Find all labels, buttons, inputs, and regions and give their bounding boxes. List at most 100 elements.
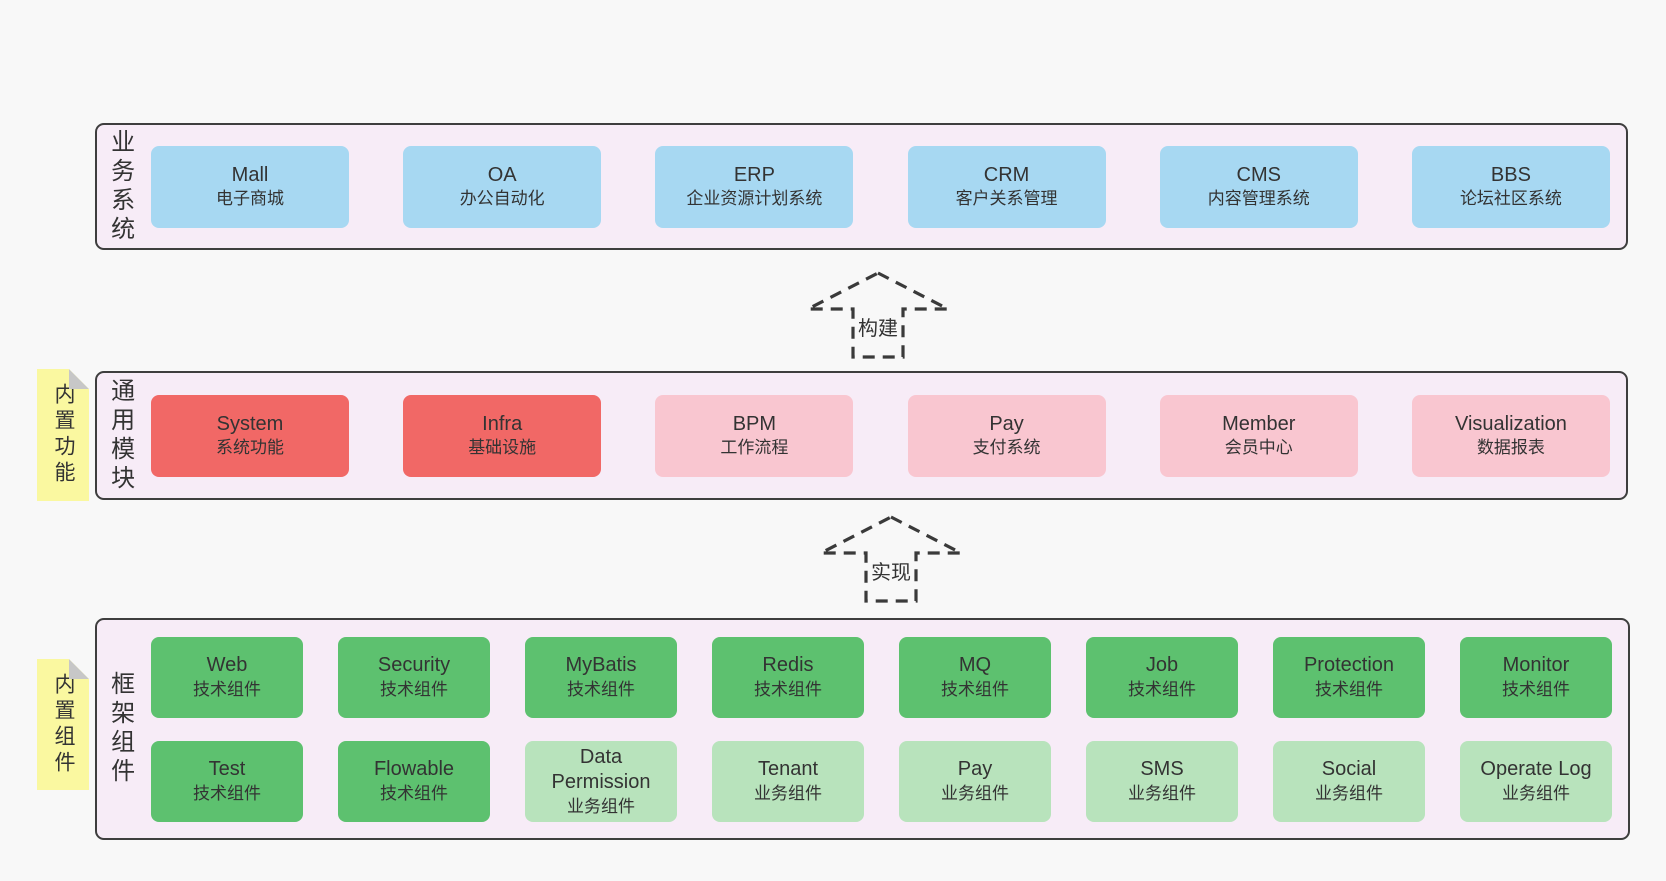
build-arrow-label: 构建 (855, 312, 901, 341)
box-subtitle: 业务组件 (1128, 783, 1196, 803)
box-operate-log: Operate Log 业务组件 (1460, 740, 1612, 822)
box-mall: Mall 电子商城 (151, 145, 349, 228)
box-title: MyBatis (565, 654, 637, 677)
fold-corner-icon (69, 369, 89, 389)
box-title: MQ (958, 654, 992, 677)
box-subtitle: 企业资源计划系统 (686, 189, 823, 209)
box-subtitle: 技术组件 (1128, 679, 1196, 699)
box-title: BPM (732, 412, 777, 435)
box-subtitle: 业务组件 (941, 783, 1009, 803)
build-arrow: 构建 (805, 270, 951, 360)
box-title: Test (208, 758, 246, 781)
box-pay: Pay 支付系统 (907, 394, 1106, 477)
box-title: CRM (983, 163, 1030, 186)
box-title: Tenant (757, 758, 819, 781)
box-title: ERP (733, 163, 775, 186)
sticky-note-built-in-features: 内置功能 (37, 369, 89, 501)
box-subtitle: 数据报表 (1476, 438, 1545, 458)
box-title: Pay (957, 758, 993, 781)
sticky-note-text: 内置功能 (52, 383, 76, 487)
box-subtitle: 客户关系管理 (955, 189, 1058, 209)
box-security: Security 技术组件 (338, 636, 490, 718)
box-system: System 系统功能 (151, 394, 349, 477)
implement-arrow: 实现 (818, 514, 964, 604)
common-modules-layer: 通用模块 System 系统功能 Infra 基础设施 BPM 工作流程 Pay… (95, 371, 1628, 500)
box-monitor: Monitor 技术组件 (1460, 636, 1612, 718)
box-sms: SMS 业务组件 (1086, 740, 1238, 822)
box-subtitle: 技术组件 (380, 783, 448, 803)
box-subtitle: 业务组件 (754, 783, 822, 803)
box-title: Operate Log (1480, 758, 1592, 781)
box-job: Job 技术组件 (1086, 636, 1238, 718)
box-title: Flowable (373, 758, 455, 781)
box-member: Member 会员中心 (1159, 394, 1358, 477)
box-title: Protection (1303, 654, 1395, 677)
box-subtitle: 业务组件 (567, 796, 635, 816)
box-title: Web (206, 654, 248, 677)
up-arrow-icon (807, 271, 949, 359)
box-subtitle: 技术组件 (941, 679, 1009, 699)
box-subtitle: 技术组件 (754, 679, 822, 699)
box-subtitle: 技术组件 (1502, 679, 1570, 699)
box-subtitle: 系统功能 (216, 438, 284, 458)
box-title: CMS (1236, 163, 1281, 186)
layer-label-business-systems: 业务系统 (106, 128, 134, 245)
box-subtitle: 工作流程 (720, 438, 789, 458)
components-row-2: Test 技术组件 Flowable 技术组件 Data Permission … (151, 740, 1612, 822)
layer-label-common-modules: 通用模块 (106, 377, 134, 494)
up-arrow-icon (820, 515, 962, 603)
box-web: Web 技术组件 (151, 636, 303, 718)
box-title: Social (1321, 758, 1377, 781)
box-title: Infra (482, 412, 523, 435)
box-protection: Protection 技术组件 (1273, 636, 1425, 718)
components-rows: Web 技术组件 Security 技术组件 MyBatis 技术组件 Redi… (143, 620, 1628, 838)
components-row-1: Web 技术组件 Security 技术组件 MyBatis 技术组件 Redi… (151, 636, 1612, 718)
box-subtitle: 业务组件 (1315, 783, 1383, 803)
box-subtitle: 内容管理系统 (1207, 189, 1310, 209)
sticky-note-text: 内置组件 (52, 672, 76, 777)
box-title: Visualization (1454, 412, 1567, 435)
box-oa: OA 办公自动化 (403, 145, 602, 228)
modules-boxes-row: System 系统功能 Infra 基础设施 BPM 工作流程 Pay 支付系统… (143, 373, 1626, 498)
layer-label-framework-components: 框架组件 (106, 671, 134, 787)
box-title: Data Permission (551, 745, 651, 794)
box-subtitle: 技术组件 (567, 679, 635, 699)
fold-corner-icon (69, 659, 89, 679)
box-test: Test 技术组件 (151, 740, 303, 822)
box-cms: CMS 内容管理系统 (1159, 145, 1358, 228)
box-title: Security (377, 654, 451, 677)
box-subtitle: 会员中心 (1224, 438, 1293, 458)
box-title: BBS (1490, 163, 1531, 186)
box-pay-business: Pay 业务组件 (899, 740, 1051, 822)
box-flowable: Flowable 技术组件 (338, 740, 490, 822)
box-infra: Infra 基础设施 (403, 394, 602, 477)
box-title: Mall (231, 163, 269, 186)
box-title: Job (1145, 654, 1179, 677)
box-bbs: BBS 论坛社区系统 (1411, 145, 1610, 228)
box-social: Social 业务组件 (1273, 740, 1425, 822)
box-title: Pay (989, 412, 1024, 435)
box-title: Monitor (1502, 654, 1570, 677)
box-subtitle: 电子商城 (216, 189, 284, 209)
box-subtitle: 技术组件 (1315, 679, 1383, 699)
box-title: SMS (1140, 758, 1184, 781)
box-bpm: BPM 工作流程 (655, 394, 854, 477)
framework-components-layer: 框架组件 Web 技术组件 Security 技术组件 MyBatis 技术组件… (95, 618, 1630, 840)
implement-arrow-label: 实现 (868, 556, 914, 585)
box-subtitle: 业务组件 (1502, 783, 1570, 803)
box-mybatis: MyBatis 技术组件 (525, 636, 677, 718)
box-title: System (216, 412, 284, 435)
box-subtitle: 办公自动化 (459, 189, 545, 209)
box-subtitle: 支付系统 (972, 438, 1041, 458)
sticky-note-built-in-components: 内置组件 (37, 659, 89, 790)
box-title: OA (487, 163, 517, 186)
box-erp: ERP 企业资源计划系统 (655, 145, 854, 228)
box-crm: CRM 客户关系管理 (907, 145, 1106, 228)
box-title: Redis (762, 654, 814, 677)
box-redis: Redis 技术组件 (712, 636, 864, 718)
box-mq: MQ 技术组件 (899, 636, 1051, 718)
business-boxes-row: Mall 电子商城 OA 办公自动化 ERP 企业资源计划系统 CRM 客户关系… (143, 125, 1626, 248)
box-subtitle: 技术组件 (193, 679, 261, 699)
box-tenant: Tenant 业务组件 (712, 740, 864, 822)
